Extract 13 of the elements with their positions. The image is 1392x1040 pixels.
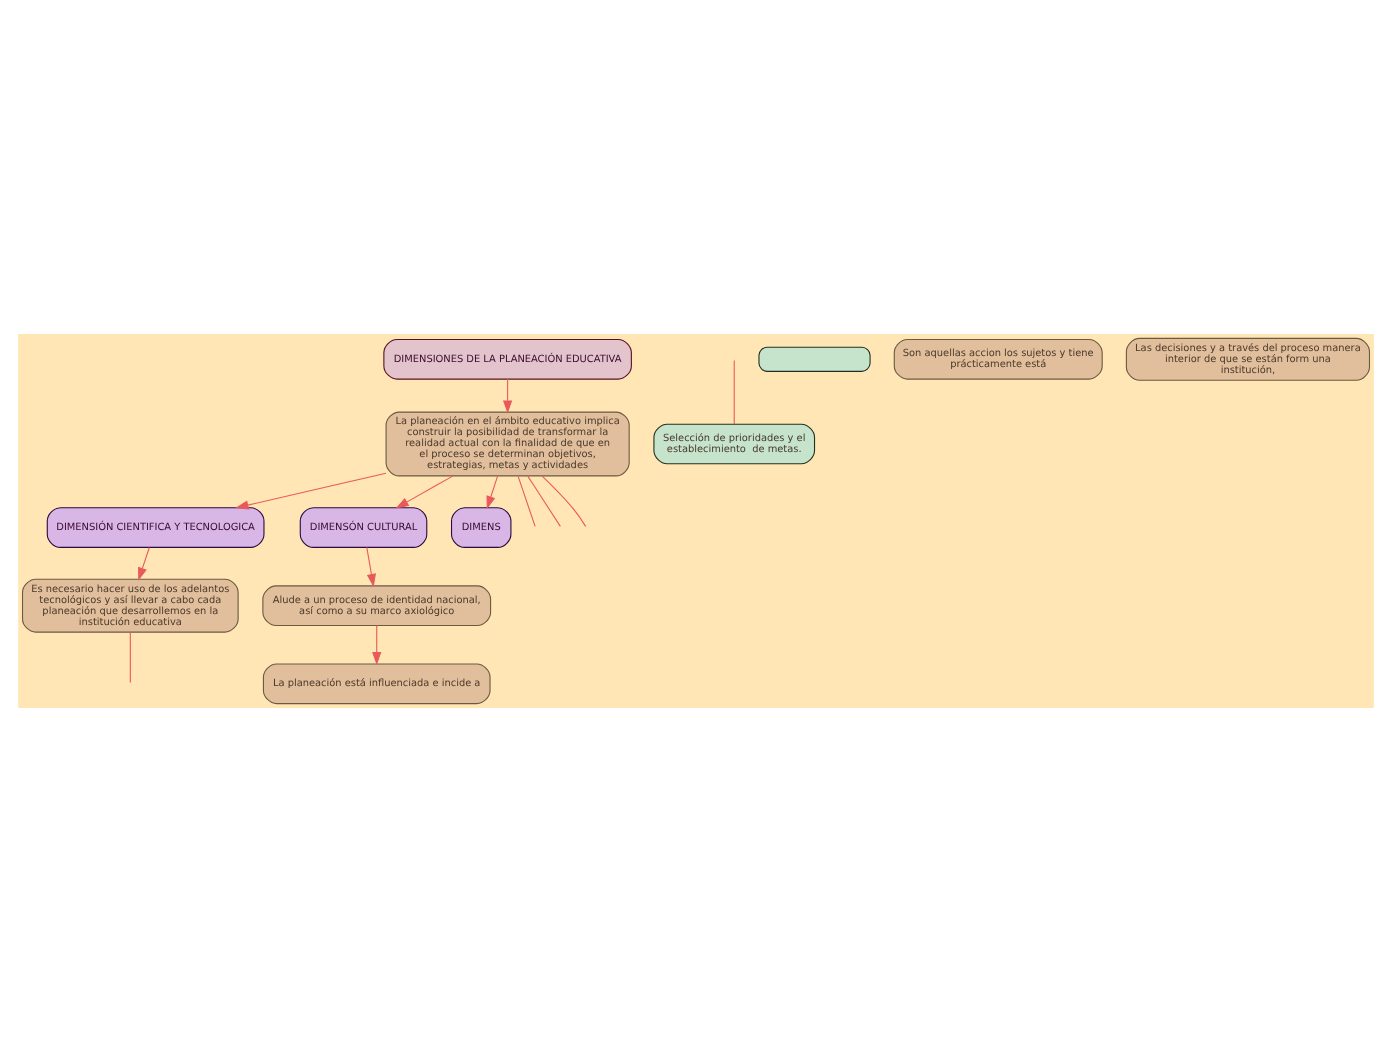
connector (541, 474, 587, 526)
connector (129, 630, 131, 683)
arrow (235, 471, 387, 509)
connector (527, 474, 561, 526)
connector (733, 358, 735, 424)
arrow (366, 545, 376, 587)
arrow (503, 377, 513, 413)
arrow (138, 545, 150, 580)
arrow (395, 474, 454, 508)
node-box (758, 345, 871, 371)
arrow (486, 474, 499, 509)
connector (517, 474, 536, 526)
arrow (372, 624, 382, 665)
